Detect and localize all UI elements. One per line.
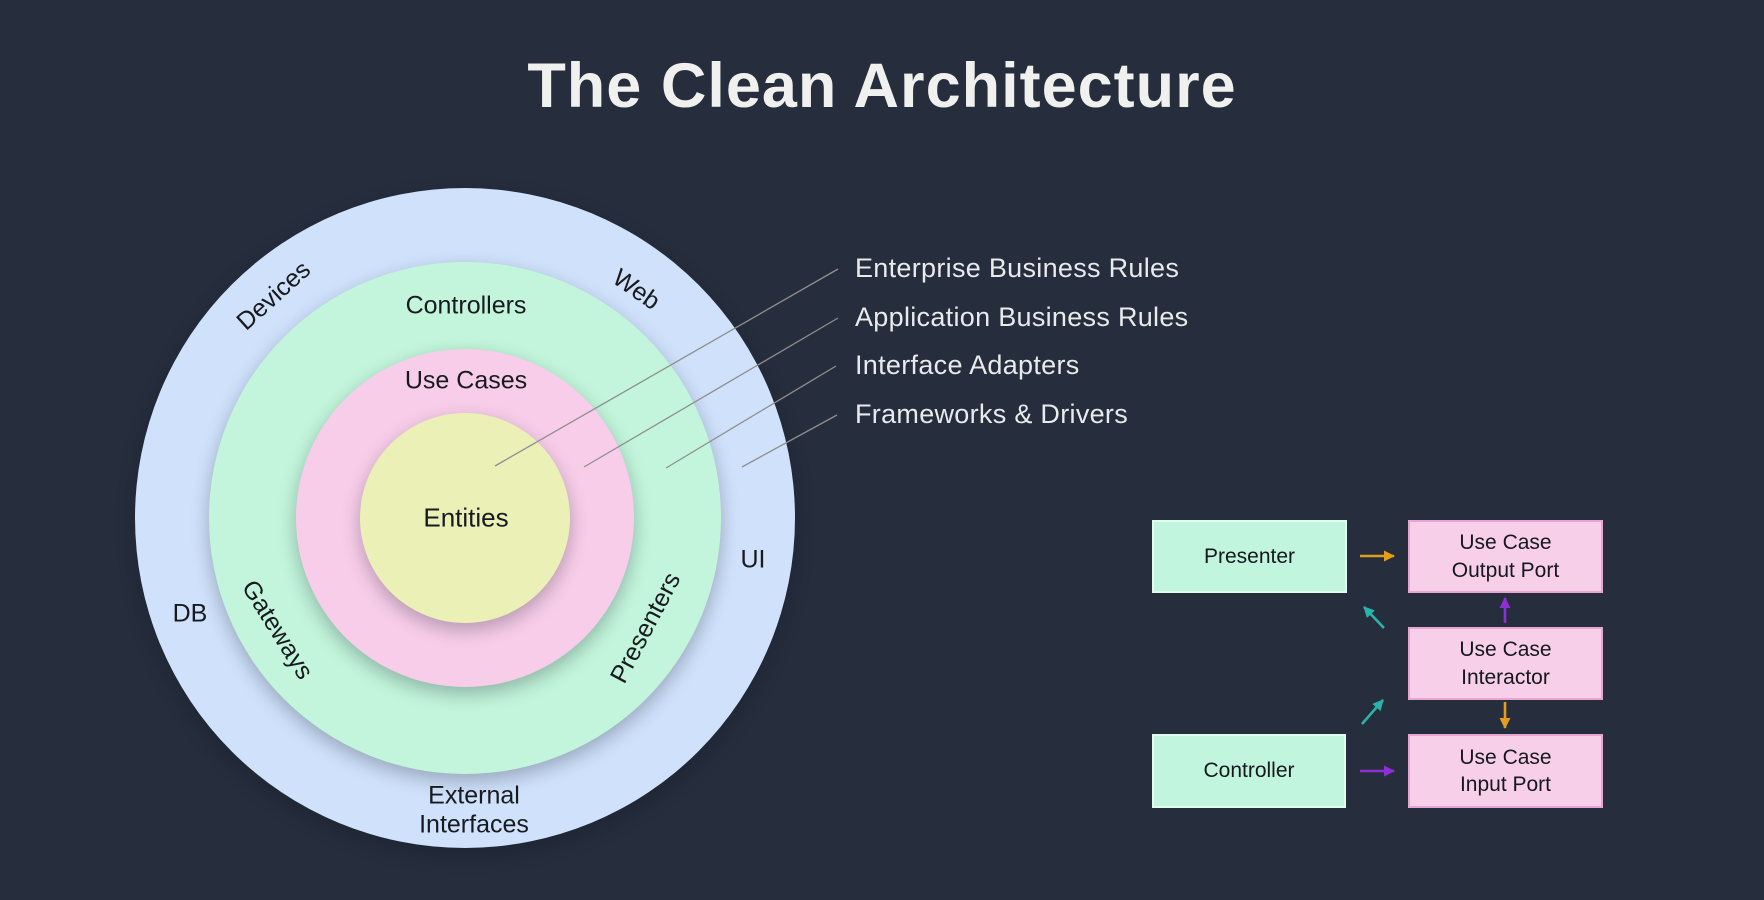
- flow-box-use-case-input-port: Use Case Input Port: [1408, 734, 1603, 808]
- teal-arrow: [1363, 606, 1385, 629]
- enterprise-business-rules-ring: [360, 413, 570, 623]
- legend-line: [665, 365, 837, 469]
- legend-label: Enterprise Business Rules: [855, 252, 1180, 283]
- legend-line: [494, 268, 839, 467]
- ring-label: DB: [172, 599, 208, 628]
- ring-label: UI: [740, 545, 766, 574]
- legend-label: Frameworks & Drivers: [855, 398, 1129, 429]
- flow-box-use-case-output-port: Use Case Output Port: [1408, 520, 1603, 593]
- legend-line: [741, 414, 838, 468]
- legend-line: [583, 317, 839, 468]
- legend-label: Interface Adapters: [855, 349, 1080, 380]
- legend-label: Application Business Rules: [855, 301, 1189, 332]
- ring-label: External: [428, 781, 520, 810]
- ring-label: Use Cases: [404, 366, 528, 395]
- page-title: The Clean Architecture: [527, 51, 1237, 121]
- ring-label: Interfaces: [419, 810, 529, 839]
- teal-arrow: [1361, 699, 1384, 725]
- flow-box-use-case-interactor: Use Case Interactor: [1408, 627, 1603, 700]
- ring-label: Controllers: [405, 291, 527, 320]
- flow-box-presenter: Presenter: [1152, 520, 1347, 593]
- ring-label: Entities: [423, 502, 509, 533]
- flow-box-controller: Controller: [1152, 734, 1346, 808]
